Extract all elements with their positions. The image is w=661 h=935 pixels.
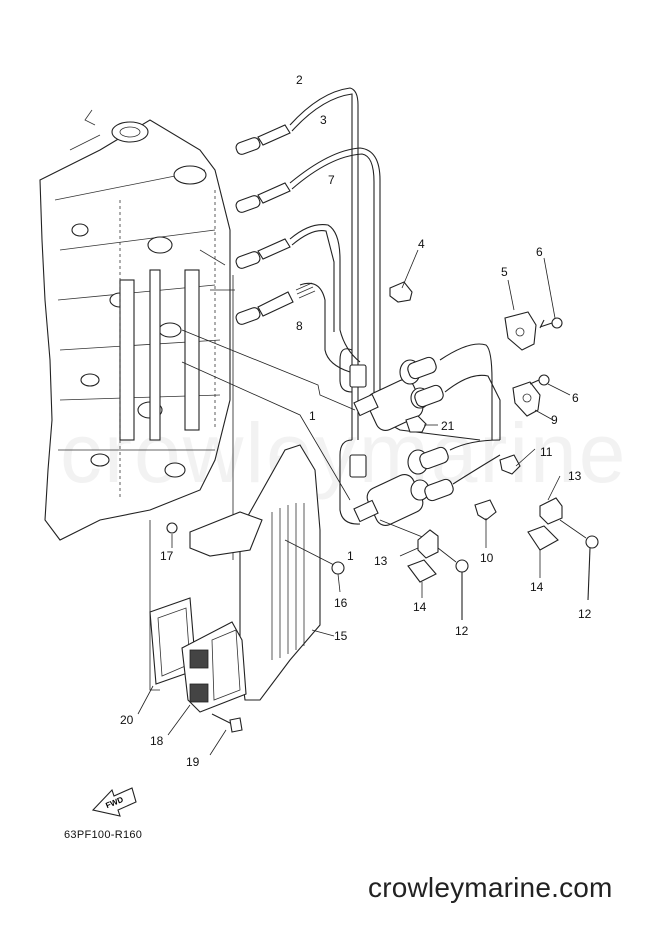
engine-block (39, 109, 231, 541)
callout-1-upper: 1 (309, 409, 316, 423)
bolt-12-center (437, 547, 469, 620)
callout-4: 4 (418, 237, 425, 251)
callout-6-upper: 6 (536, 245, 543, 259)
callout-12-center: 12 (455, 624, 469, 638)
callout-12-right: 12 (578, 607, 592, 621)
callout-21: 21 (441, 419, 455, 433)
bracket-9 (512, 381, 554, 421)
leader-lines (149, 275, 356, 691)
callout-3: 3 (320, 113, 327, 127)
callout-5: 5 (501, 265, 508, 279)
plug-cable-8 (235, 282, 351, 373)
bracket-15 (189, 444, 337, 701)
callout-16: 16 (334, 596, 348, 610)
clip-4 (389, 249, 419, 303)
callout-1-lower: 1 (347, 549, 354, 563)
callout-8: 8 (296, 319, 303, 333)
bracket-13-right (527, 475, 563, 578)
plug-cable-2 (235, 87, 359, 440)
site-url: crowleymarine.com (368, 872, 613, 903)
diagram-code: 63PF100-R160 (64, 829, 143, 841)
callout-14-right: 14 (530, 580, 544, 594)
bolt-19 (209, 713, 243, 756)
ignition-coil-lower (339, 439, 501, 541)
ignition-coil-upper (339, 343, 501, 440)
callout-13-right: 13 (568, 469, 582, 483)
callout-10: 10 (480, 551, 494, 565)
callout-13-center: 13 (374, 554, 388, 568)
bracket-5 (504, 279, 537, 351)
callout-17: 17 (160, 549, 174, 563)
bolt-17 (166, 522, 178, 548)
callout-9: 9 (551, 413, 558, 427)
plug-cable-7 (235, 224, 361, 363)
callout-7: 7 (328, 173, 335, 187)
callout-20: 20 (120, 713, 134, 727)
bolt-12-right (559, 519, 599, 601)
cdi-unit-18 (167, 621, 247, 736)
callout-6-lower: 6 (572, 391, 579, 405)
callouts: 2 3 7 8 4 5 6 6 9 1 21 11 13 13 10 1 14 … (120, 73, 592, 769)
screw-6-lower (529, 374, 571, 396)
callout-2: 2 (296, 73, 303, 87)
clip-21 (405, 415, 438, 433)
callout-11: 11 (540, 445, 553, 459)
callout-18: 18 (150, 734, 164, 748)
fwd-arrow-icon: FWD (91, 787, 137, 817)
callout-15: 15 (334, 629, 348, 643)
callout-14-center: 14 (413, 600, 427, 614)
bolt-16 (331, 561, 345, 593)
clip-11 (499, 448, 536, 475)
callout-19: 19 (186, 755, 200, 769)
screw-6-upper (539, 257, 563, 329)
clip-10 (474, 499, 497, 548)
bracket-13-center (399, 529, 439, 598)
